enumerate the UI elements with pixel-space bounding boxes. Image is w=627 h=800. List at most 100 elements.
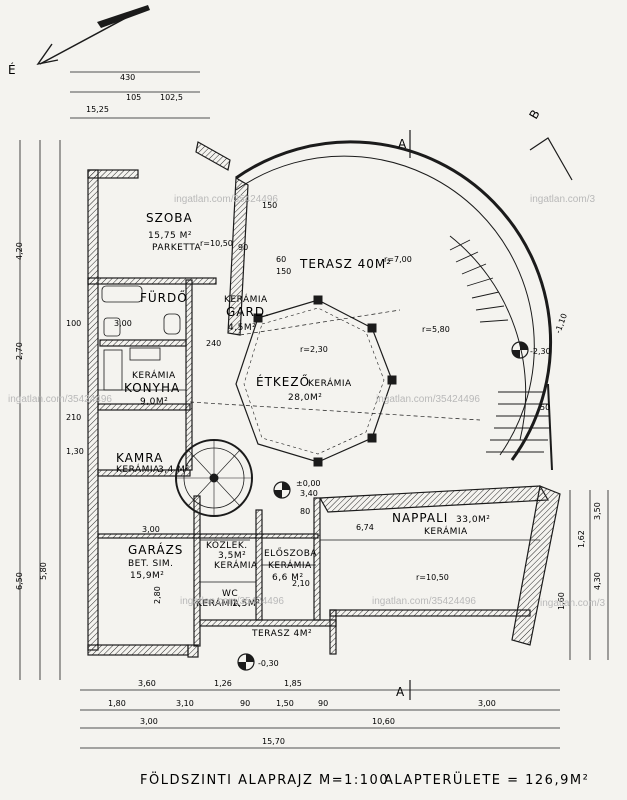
terrace-arc xyxy=(235,140,553,461)
dim-b3: 90 xyxy=(240,699,250,708)
radius-r4: r=2,30 xyxy=(300,345,328,354)
dim-m11: 2,10 xyxy=(292,579,310,588)
drawing-area-total: ALAPTERÜLETE = 126,9M² xyxy=(384,771,589,788)
room-etkezo-area: 28,0M² xyxy=(288,393,322,403)
room-etkezo-name: ÉTKEZŐ xyxy=(256,374,310,389)
watermark-1: ingatlan.com/35424496 xyxy=(174,194,278,205)
section-b: B xyxy=(526,107,542,121)
dim-l1: 4,20 xyxy=(15,242,24,260)
room-garazs-name: GARÁZS xyxy=(128,542,183,557)
dim-m3: 2,80 xyxy=(153,586,162,604)
room-wc-floor: KERÁMIA xyxy=(196,597,240,609)
north-arrow-icon xyxy=(36,5,150,66)
level-l1: -2,30 xyxy=(530,347,551,356)
room-nappali-name: NAPPALI xyxy=(392,511,448,525)
room-terasz2-name: TERASZ 4M² xyxy=(251,629,312,639)
dim-b7: 3,00 xyxy=(140,717,158,726)
dim-m13: 90 xyxy=(238,243,248,252)
dim-m7: 150 xyxy=(276,267,291,276)
level-l3: -0,30 xyxy=(258,659,279,668)
room-kamra-name: KAMRA xyxy=(116,451,163,465)
watermark-6: ingatlan.com/35424496 xyxy=(180,596,284,607)
drawing-title: FÖLDSZINTI ALAPRAJZ M=1:100 xyxy=(140,771,389,788)
room-eloszoba-name: ELŐSZOBA xyxy=(264,548,317,559)
room-kozlek-floor: KERÁMIA xyxy=(214,559,258,571)
dim-l3: 6,50 xyxy=(15,572,24,590)
room-kamra-area: 3,4 M² xyxy=(158,465,190,475)
room-wc-name: WC xyxy=(222,589,238,599)
dim-m8: 60 xyxy=(276,255,286,264)
room-konyha-floor: KERÁMIA xyxy=(132,369,176,381)
radius-r5: r=10,50 xyxy=(416,573,449,582)
bathroom-fixtures xyxy=(101,285,181,391)
dim-b10: 3,60 xyxy=(138,679,156,688)
dim-r3: 1,62 xyxy=(577,530,586,548)
section-markers xyxy=(409,130,573,700)
room-gard-area: 4,5M² xyxy=(228,323,256,333)
dim-t3: 102,5 xyxy=(160,93,183,102)
dim-m6: 150 xyxy=(262,201,277,210)
watermark-7: ingatlan.com/35424496 xyxy=(372,596,476,607)
interior-lines xyxy=(98,309,540,583)
room-nappali-area: 33,0M² xyxy=(456,515,490,525)
dim-m1: 3,00 xyxy=(142,525,160,534)
room-szoba-area: 15,75 M² xyxy=(148,231,192,241)
dim-m9: 100 xyxy=(66,319,81,328)
dim-b8: 10,60 xyxy=(372,717,395,726)
room-etkezo-floor: KERÁMIA xyxy=(308,377,352,389)
radius-r3: r=5,80 xyxy=(422,325,450,334)
dim-b6: 3,00 xyxy=(478,699,496,708)
room-gard-name: GARD. xyxy=(226,305,270,319)
room-eloszoba-area: 6,6 M² xyxy=(272,573,304,583)
level-l4: -1,10 xyxy=(553,312,569,335)
radius-r2: r=7,00 xyxy=(384,255,412,264)
north-label: É xyxy=(8,62,17,77)
room-kamra-floor: KERÁMIA xyxy=(116,463,160,475)
dim-b2: 3,10 xyxy=(176,699,194,708)
watermark-3: ingatlan.com/35424496 xyxy=(8,394,112,405)
room-kozlek-name: KÖZLEK. xyxy=(206,540,248,551)
dim-m5: 3,40 xyxy=(300,489,318,498)
dim-r2: 4,30 xyxy=(593,572,602,590)
dim-t4: 15,25 xyxy=(86,105,109,114)
room-garazs-floor: BET. SIM. xyxy=(128,559,174,569)
dim-m14: 1,30 xyxy=(66,447,84,456)
dim-r1: 3,50 xyxy=(593,502,602,520)
dim-t1: 430 xyxy=(120,73,135,82)
spiral-stair xyxy=(175,439,253,517)
room-nappali-floor: KERÁMIA xyxy=(424,525,468,537)
dim-l2: 2,70 xyxy=(15,342,24,360)
dim-b4: 1,50 xyxy=(276,699,294,708)
level-l2: ±0,00 xyxy=(296,479,321,488)
room-konyha-area: 9,0M² xyxy=(140,397,168,407)
exterior-walls xyxy=(87,141,561,658)
room-garazs-area: 15,9M² xyxy=(130,571,164,581)
dim-m2: 6,74 xyxy=(356,523,374,532)
dim-t2: 105 xyxy=(126,93,141,102)
section-a-top: A xyxy=(398,137,407,151)
dim-m15: 240 xyxy=(206,339,221,348)
room-kozlek-area: 3,5M² xyxy=(218,551,246,561)
dining-octagon xyxy=(235,295,397,467)
room-gard-floor: KERÁMIA xyxy=(224,293,268,305)
section-a-bottom: A xyxy=(396,685,405,699)
room-wc-area: 1,5M² xyxy=(232,599,260,609)
dim-b12: 1,26 xyxy=(214,679,232,688)
watermark-2: ingatlan.com/3 xyxy=(530,194,595,205)
room-eloszoba-floor: KERÁMIA xyxy=(268,559,312,571)
level-marker-icon xyxy=(237,341,529,671)
room-szoba-floor: PARKETTA xyxy=(152,243,201,253)
watermark-4: ingatlan.com/35424496 xyxy=(376,394,480,405)
dim-m12: 80 xyxy=(300,507,310,516)
room-konyha-name: KONYHA xyxy=(124,381,180,395)
room-furdo-name: FÜRDŐ xyxy=(140,289,188,305)
dim-m10: 210 xyxy=(66,413,81,422)
dim-m4: 3,00 xyxy=(114,319,132,328)
dim-m16: 50 xyxy=(540,403,550,412)
room-terasz1-name: TERASZ 40M² xyxy=(299,257,392,271)
dim-b1: 1,80 xyxy=(108,699,126,708)
dim-r4: 1,60 xyxy=(557,592,566,610)
dim-b5: 90 xyxy=(318,699,328,708)
dimension-lines xyxy=(19,71,609,749)
